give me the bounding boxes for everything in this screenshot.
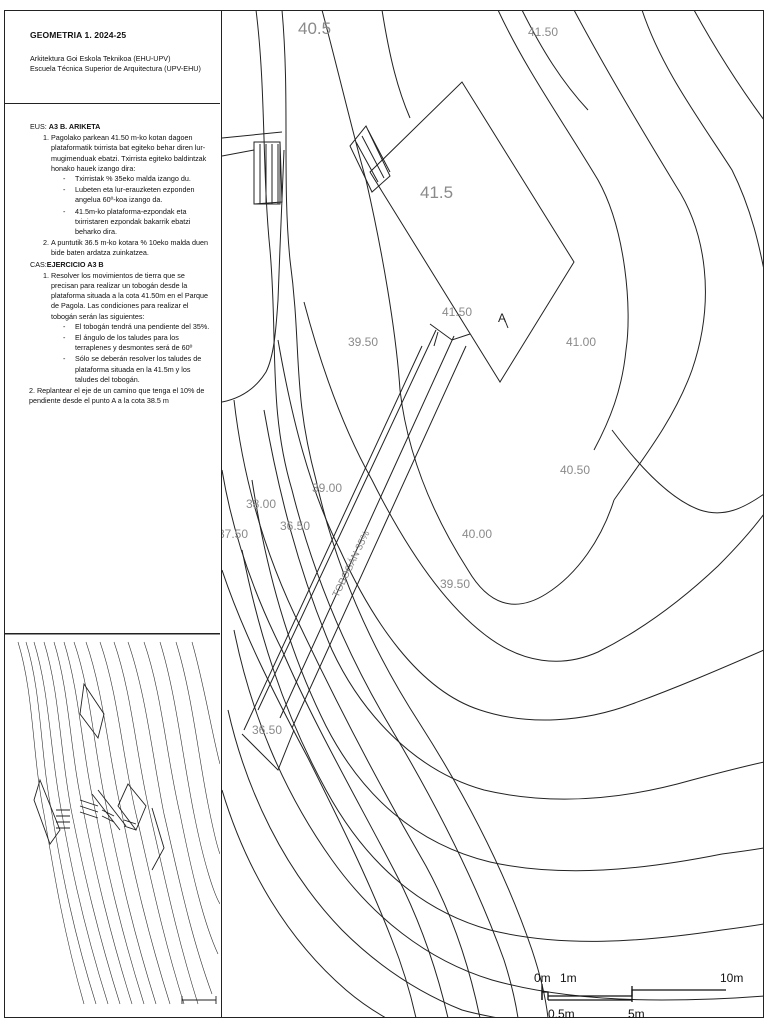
contour-label: 39.50 [348,335,378,349]
contour-label: 41.00 [566,335,596,349]
contour-line [241,549,764,942]
left-panel: GEOMETRIA 1. 2024-25 Arkitektura Goi Esk… [4,10,222,1018]
scale-label-05m: 0.5m [548,1007,575,1018]
scale-bar [541,984,726,1002]
slide-edge-right [279,335,455,719]
cas-list: Resolver los movimientos de tierra que s… [31,271,212,385]
contour-line [227,709,499,1018]
platform-outline [369,81,575,383]
contour-line [381,10,411,119]
contour-line [277,339,764,721]
left-steps [253,141,281,205]
scale-label-1m: 1m [560,971,577,985]
stair-hatch [355,129,391,183]
overview-map [4,634,220,1005]
contour-line [222,131,283,139]
cas-heading: CAS:EJERCICIO A3 B [30,260,212,270]
slide-edge-left [257,329,437,711]
eus-prefix: EUS: [30,122,47,131]
contour-line [497,10,629,451]
school-name-eu: Arkitektura Goi Eskola Teknikoa (EHU-UPV… [30,54,171,63]
contour-label: 40.5 [298,19,331,38]
eus-item-1-text: Pagolako parkean 41.50 m-ko kotan dagoen… [51,133,207,173]
contour-line [303,301,764,662]
cas-item-1: Resolver los movimientos de tierra que s… [51,271,212,385]
contour-line [321,10,615,605]
stair-block [349,125,391,193]
platform-corner [429,323,471,341]
contour-label: 40.00 [462,527,492,541]
course-title: GEOMETRIA 1. 2024-25 [30,30,127,40]
contour-line [233,629,764,1001]
scale-labels: 0m 1m 10m 0.5m 5m [534,971,743,1018]
eus-sublist: Txirristak % 35eko malda izango du. Lube… [51,174,212,237]
slide-edge-outer-left [243,345,423,731]
cas-sub-2: El ángulo de los taludes para los terrap… [63,333,212,353]
eus-list: Pagolako parkean 41.50 m-ko kotan dagoen… [31,133,212,258]
slide-foot [241,729,295,771]
cas-item-1-text: Resolver los movimientos de tierra que s… [51,270,209,321]
contour-label-group: 40.5 41.50 41.5 41.50 41.00 40.50 40.00 … [222,19,596,737]
cas-sublist: El tobogán tendrá una pendiente del 35%.… [51,322,212,385]
scale-label-0m: 0m [534,971,551,985]
cas-title: EJERCICIO A3 B [46,259,104,269]
contour-lines [222,10,764,1018]
cas-prefix: CAS: [30,259,47,269]
school-names: Arkitektura Goi Eskola Teknikoa (EHU-UPV… [30,54,220,74]
platform-level-label: 41.5 [420,183,453,202]
contour-label: 41.50 [442,305,472,319]
contour-line [573,10,706,501]
contour-label: 41.50 [528,25,558,39]
contour-label: 37.50 [222,527,248,541]
scale-label-5m: 5m [628,1007,645,1018]
cas-sub-3: Sólo se deberán resolver los taludes de … [63,354,212,385]
point-a-tick [503,317,509,329]
contour-line [693,10,764,121]
eus-item-2: A puntutik 36.5 m-ko kotara % 10eko mald… [51,238,212,258]
cas-item-2: 2. Replantear el eje de un camino que te… [29,386,205,406]
contour-label: 36.50 [280,519,310,533]
contour-line [641,10,764,271]
contour-line [222,469,449,1018]
platform-tick [433,331,439,347]
title-block: GEOMETRIA 1. 2024-25 Arkitektura Goi Esk… [4,10,220,104]
point-a-label: A [498,311,506,325]
contour-label: 36.50 [252,723,282,737]
cas-sub-1: El tobogán tendrá una pendiente del 35%. [63,322,212,332]
contour-label: 39.00 [312,481,342,495]
left-steps-link [222,141,283,205]
contour-label: 40.50 [560,463,590,477]
contour-label: 38.00 [246,497,276,511]
contour-line [521,10,589,111]
exercise-statement: EUS: A3 B. ARIKETA Pagolako parkean 41.5… [4,104,220,634]
contour-line [263,409,764,800]
overview-features [33,682,217,1004]
eus-sub-2: Lubeten eta lur-erauzketen ezponden ange… [63,185,212,205]
contour-line [222,149,285,403]
eus-sub-3: 41.5m-ko plataforma-ezpondak eta txirris… [63,207,212,238]
eus-item-1: Pagolako parkean 41.50 m-ko kotan dagoen… [51,133,212,237]
platform-structures [222,81,575,771]
contour-line [611,429,764,514]
contour-line [222,789,387,1018]
slide-label: TOBOGÁN 35% [329,528,373,599]
contour-line [222,569,417,1018]
eus-heading: EUS: A3 B. ARIKETA [30,122,212,132]
contour-line [255,10,519,1018]
overview-contours [17,641,220,1005]
left-steps-hatch [259,144,279,204]
contour-line [251,479,764,872]
contour-line [281,10,549,1018]
eus-sub-1: Txirristak % 35eko malda izango du. [63,174,212,184]
slide-edge-outer-right [291,345,467,729]
contour-line [233,399,481,1018]
eus-title: A3 B. ARIKETA [48,122,101,131]
school-name-es: Escuela Técnica Superior de Arquitectura… [30,64,201,73]
topographic-plan: 40.5 41.50 41.5 41.50 41.00 40.50 40.00 … [222,10,764,1018]
scale-label-10m: 10m [720,971,743,985]
contour-label: 39.50 [440,577,470,591]
